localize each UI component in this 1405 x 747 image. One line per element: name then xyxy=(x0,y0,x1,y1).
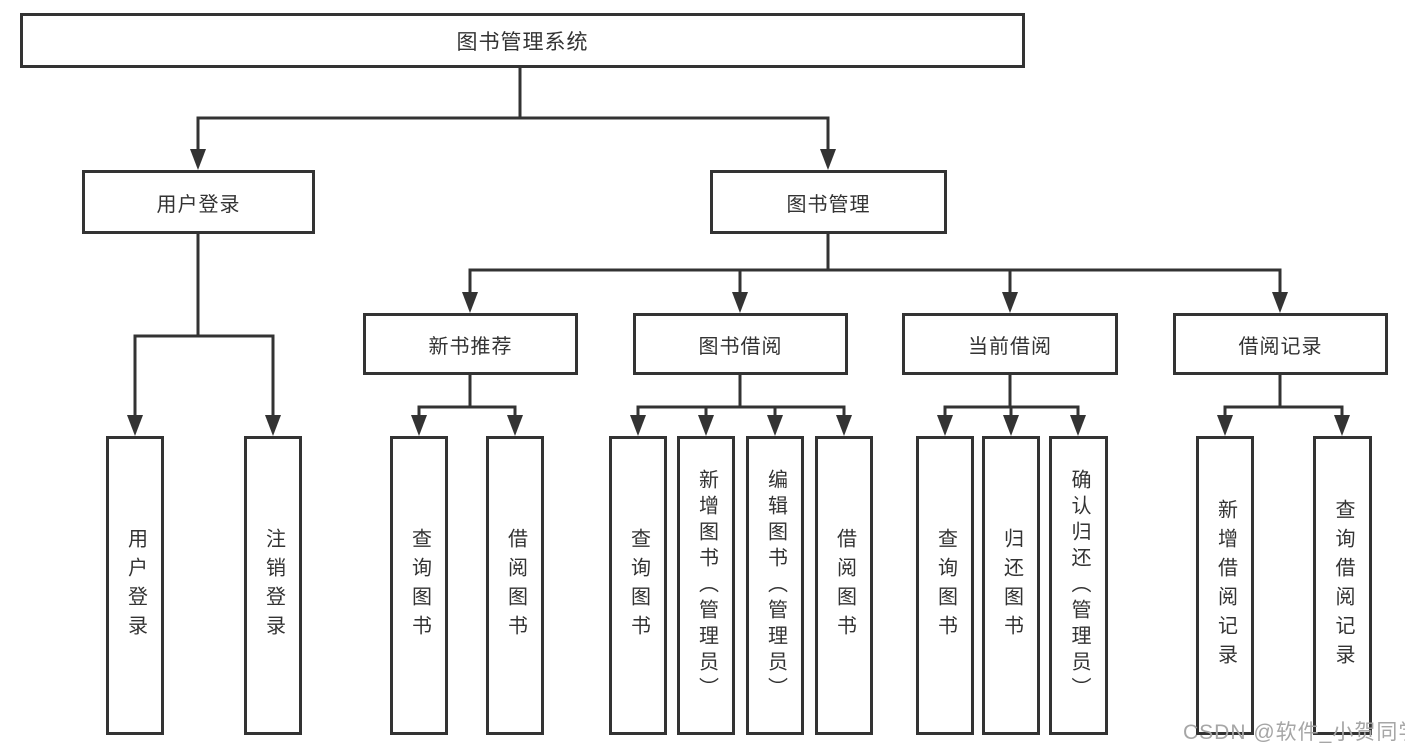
leaf-label: 新增借阅记录 xyxy=(1214,498,1237,673)
leaf-br-add-record: 新增借阅记录 xyxy=(1196,436,1254,735)
leaf-bb-edit-books-admin: 编辑图书（管理员） xyxy=(746,436,804,735)
leaf-label: 确认归还（管理员） xyxy=(1068,468,1090,703)
node-book-borrowing: 图书借阅 xyxy=(633,313,848,375)
leaf-user-login: 用户登录 xyxy=(106,436,164,735)
leaf-label: 查询图书 xyxy=(627,527,650,644)
leaf-label: 查询图书 xyxy=(408,527,431,644)
leaf-bb-query-books: 查询图书 xyxy=(609,436,667,735)
node-user-login: 用户登录 xyxy=(82,170,315,234)
node-current-borrowing: 当前借阅 xyxy=(902,313,1118,375)
leaf-label: 新增图书（管理员） xyxy=(695,468,718,703)
leaf-label: 借阅图书 xyxy=(833,527,856,644)
leaf-nb-borrow-books: 借阅图书 xyxy=(486,436,544,735)
leaf-label: 查询图书 xyxy=(934,527,957,644)
leaf-nb-query-books: 查询图书 xyxy=(390,436,448,735)
leaf-bb-borrow-books: 借阅图书 xyxy=(815,436,873,735)
leaf-cb-confirm-return-admin: 确认归还（管理员） xyxy=(1049,436,1108,735)
node-root-system: 图书管理系统 xyxy=(20,13,1025,68)
leaf-cb-query-books: 查询图书 xyxy=(916,436,974,735)
leaf-bb-add-books-admin: 新增图书（管理员） xyxy=(677,436,735,735)
leaf-label: 借阅图书 xyxy=(504,527,527,644)
leaf-cb-return-books: 归还图书 xyxy=(982,436,1040,735)
leaf-label: 编辑图书（管理员） xyxy=(764,468,787,703)
node-borrowing-records: 借阅记录 xyxy=(1173,313,1388,375)
leaf-br-query-record: 查询借阅记录 xyxy=(1313,436,1372,735)
arrowheads xyxy=(127,149,1350,436)
leaf-logout: 注销登录 xyxy=(244,436,302,735)
leaf-label: 归还图书 xyxy=(1000,527,1023,644)
node-book-management: 图书管理 xyxy=(710,170,947,234)
leaf-label: 注销登录 xyxy=(262,527,285,644)
node-new-book-recommend: 新书推荐 xyxy=(363,313,578,375)
watermark-text: CSDN @软件_小贺同学 xyxy=(1183,721,1405,744)
leaf-label: 查询借阅记录 xyxy=(1332,498,1354,673)
leaf-label: 用户登录 xyxy=(124,527,147,644)
